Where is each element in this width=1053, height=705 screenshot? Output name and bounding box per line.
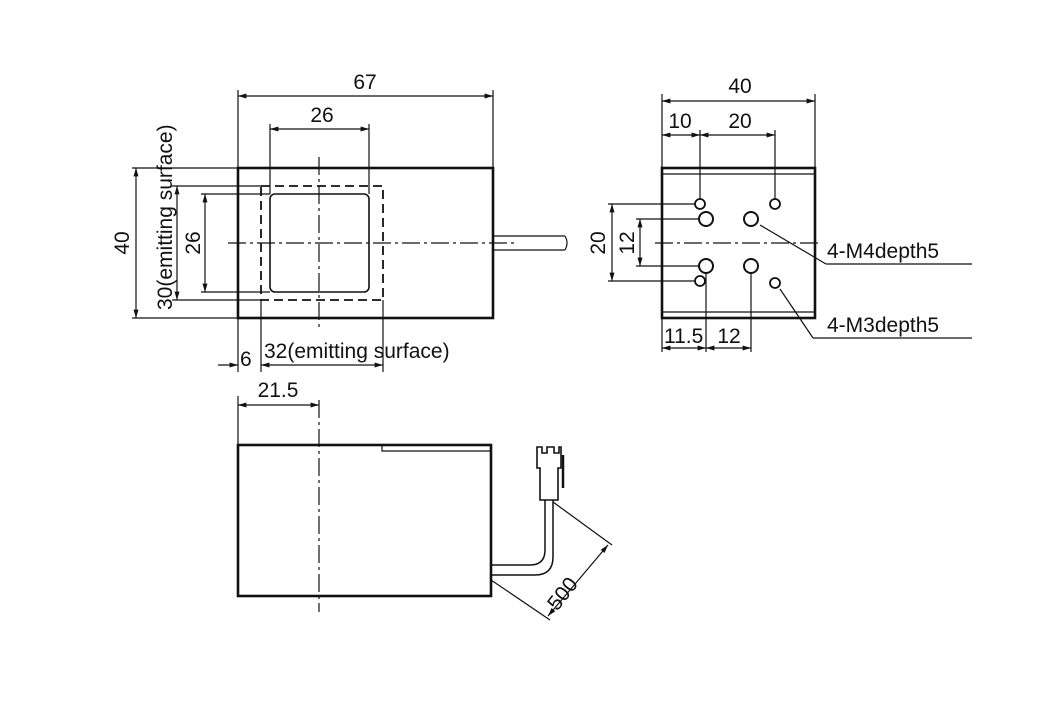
m3-callout: 4-M3depth5 xyxy=(827,314,939,337)
dim-emitting-height: 30(emitting surface) xyxy=(154,124,177,310)
leader-lines xyxy=(759,224,972,339)
dim-center-offset: 21.5 xyxy=(258,379,299,402)
dim-hole-offset: 10 xyxy=(668,110,691,133)
cable xyxy=(493,235,568,251)
dim-height: 40 xyxy=(111,231,134,254)
dim-window-width: 26 xyxy=(310,104,333,127)
dim-window-height: 26 xyxy=(182,231,205,254)
bottom-cable xyxy=(491,500,554,576)
dim-side-width: 40 xyxy=(728,75,751,98)
bottom-view: 21.5 500 xyxy=(236,379,613,621)
front-view: 67 26 40 30(emitting surface) 26 6 32(em… xyxy=(111,71,568,372)
connector-icon xyxy=(536,446,562,501)
dim-bottom-spacing: 12 xyxy=(717,325,740,348)
dim-vertical-outer: 20 xyxy=(587,231,610,254)
m4-callout: 4-M4depth5 xyxy=(827,240,939,263)
dim-hole-spacing: 20 xyxy=(728,110,751,133)
dim-cable-length: 500 xyxy=(543,573,583,615)
dim-bottom-offset: 11.5 xyxy=(664,325,703,348)
dim-vertical-inner: 12 xyxy=(616,231,639,254)
bottom-body-outline xyxy=(236,443,493,598)
dim-width: 67 xyxy=(353,71,376,94)
dim-emitting-width: 32(emitting surface) xyxy=(264,340,450,363)
dim-line-500 xyxy=(547,544,609,617)
side-view: 40 10 20 20 12 11.5 12 4-M4depth5 4-M3de… xyxy=(587,75,972,352)
dim-offset: 6 xyxy=(240,348,252,371)
